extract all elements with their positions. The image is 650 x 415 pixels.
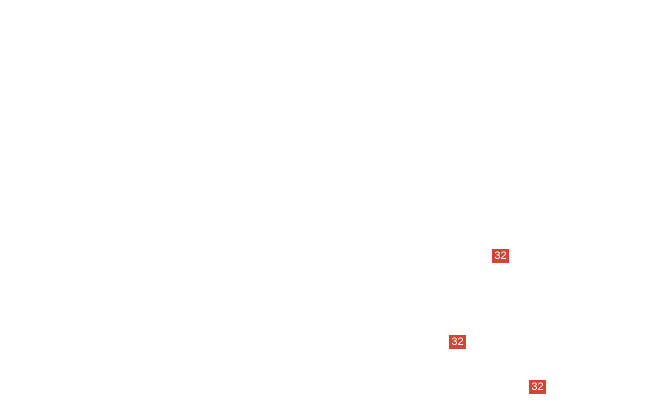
count-badge: 32 — [529, 380, 546, 394]
count-badge: 32 — [492, 249, 509, 263]
count-badge: 32 — [449, 335, 466, 349]
